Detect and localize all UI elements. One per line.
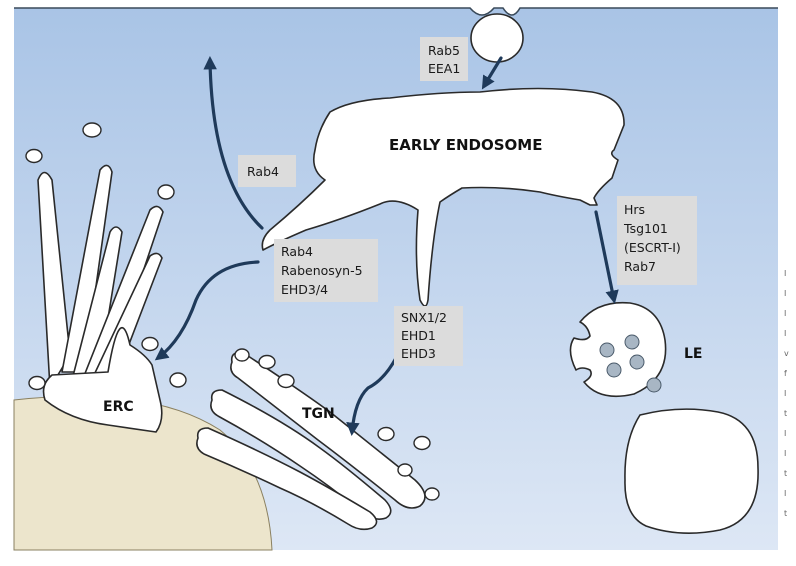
plasma-membrane [14, 7, 778, 16]
svg-text:I: I [784, 389, 786, 398]
cropped-edge-text: I I I I v f I t I I t I t [784, 269, 789, 518]
svg-text:I: I [784, 309, 786, 318]
degradation-arrow [594, 210, 619, 304]
entry-regulator-label: EEA1 [428, 61, 460, 76]
entry-regulator-label: Rab5 [428, 43, 460, 58]
slow-recycling-label: Rab4 [281, 244, 313, 259]
retrograde-box: SNX1/2 EHD1 EHD3 [394, 306, 463, 366]
early-endosome-label: EARLY ENDOSOME [389, 136, 542, 154]
svg-text:t: t [784, 509, 787, 518]
erc-tubules [37, 164, 164, 433]
fast-recycling-box: Rab4 [238, 155, 296, 187]
le-label: LE [684, 346, 702, 362]
degradation-label: Hrs [624, 202, 645, 217]
svg-text:I: I [784, 329, 786, 338]
degradation-label: Tsg101 [623, 221, 668, 236]
degradation-box: Hrs Tsg101 (ESCRT-I) Rab7 [617, 196, 697, 285]
degradation-label: (ESCRT-I) [624, 240, 681, 255]
vesicles [25, 122, 440, 501]
svg-text:I: I [784, 289, 786, 298]
slow-recycling-label: EHD3/4 [281, 282, 328, 297]
erc-label: ERC [103, 399, 134, 415]
slow-recycling-label: Rabenosyn-5 [281, 263, 363, 278]
retrograde-label: EHD1 [401, 328, 436, 343]
tgn-label: TGN [302, 406, 335, 422]
internalization-arrow [481, 56, 503, 90]
svg-text:t: t [784, 469, 787, 478]
budding-vesicle [470, 13, 524, 63]
svg-text:f: f [784, 369, 787, 378]
fast-recycling-arrow [203, 55, 264, 230]
retrograde-label: EHD3 [401, 346, 436, 361]
early-endosome [261, 87, 625, 307]
slow-recycling-arrow [154, 260, 260, 361]
svg-text:v: v [784, 349, 789, 358]
svg-text:t: t [784, 409, 787, 418]
tgn-cisternae [196, 351, 426, 531]
trafficking-arrows [154, 55, 619, 437]
retrograde-label: SNX1/2 [401, 310, 447, 325]
fast-recycling-label: Rab4 [247, 164, 279, 179]
retrograde-arrow [346, 356, 398, 437]
entry-regulators-box: Rab5 EEA1 [420, 37, 468, 81]
svg-text:I: I [784, 449, 786, 458]
late-endosome [569, 301, 667, 398]
svg-text:I: I [784, 429, 786, 438]
svg-text:I: I [784, 269, 786, 278]
svg-text:I: I [784, 489, 786, 498]
slow-recycling-box: Rab4 Rabenosyn-5 EHD3/4 [274, 239, 378, 302]
degradation-label: Rab7 [624, 259, 656, 274]
lysosome [624, 408, 759, 534]
